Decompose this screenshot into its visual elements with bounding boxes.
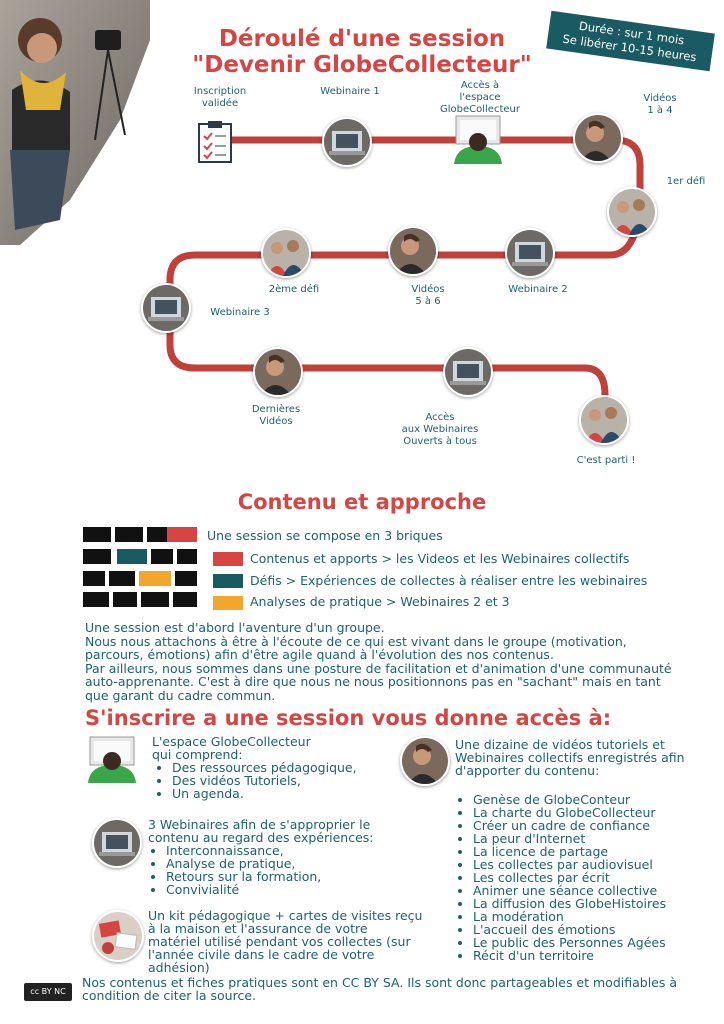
kit-line: l'année civile dans le cadre de votre	[148, 947, 375, 962]
video-item: L'accueil des émotions	[473, 923, 666, 936]
title-line-2: "Devenir GlobeCollecteur"	[192, 52, 532, 78]
video-item: Les collectes par audiovisuel	[473, 858, 666, 871]
timeline-step-5-group-photo	[607, 187, 657, 237]
video-item: La modération	[473, 910, 666, 923]
timeline-step-2-laptop-photo	[322, 117, 372, 167]
espace-line: qui comprend:	[152, 747, 243, 762]
videos-list: Genèse de GlobeConteur La charte du Glob…	[455, 793, 666, 962]
kit-block: Un kit pédagogique + cartes de visites r…	[148, 909, 422, 974]
video-item: Récit d'un territoire	[473, 949, 666, 962]
videos-line: d'apporter du contenu:	[455, 763, 600, 778]
video-item: Le public des Personnes Agées	[473, 936, 666, 949]
user-at-computer-icon	[88, 736, 136, 783]
brick-swatch-analyses	[213, 596, 243, 610]
paragraph-line: Par ailleurs, nous sommes dans une postu…	[85, 660, 672, 676]
timeline-step-label: Webinaire 1	[320, 86, 380, 97]
kit-line: à la maison et l'assurance de votre	[148, 921, 368, 936]
brick-label-analyses: Analyses de pratique > Webinaires 2 et 3	[250, 594, 510, 609]
timeline-step-label: Webinaire 3	[210, 307, 270, 318]
webinaires-item: Analyse de pratique,	[166, 857, 374, 870]
paragraph-line: que garant du cadre commun.	[85, 687, 276, 703]
webinaires-item: Interconnaissance,	[166, 844, 374, 857]
videos-line: Webinaires collectifs enregistrés afin	[455, 750, 685, 765]
approach-paragraph: Une session est d'abord l'aventure d'un …	[85, 621, 715, 702]
timeline-step-3-user-at-computer-icon	[452, 114, 504, 170]
paragraph-line: Nous nous attachons à être à l'écoute de…	[85, 633, 627, 649]
paragraph-line: parcours, émotions) afin d'être agile qu…	[85, 647, 554, 662]
timeline-path	[166, 136, 644, 419]
timeline-step-6-laptop-photo	[505, 228, 555, 278]
footer-line-1: Nos contenus et fiches pratiques sont en…	[82, 975, 678, 990]
webinaires-item: Retours sur la formation,	[166, 870, 374, 883]
brick-label-contenus: Contenus et apports > les Videos et les …	[250, 551, 630, 566]
timeline-step-4-person-photo	[573, 113, 623, 163]
video-item: La licence de partage	[473, 845, 666, 858]
espace-line: L'espace GlobeCollecteur	[152, 734, 311, 749]
title-line-1: Déroulé d'une session	[218, 26, 506, 52]
videos-line: Une dizaine de vidéos tutoriels et	[455, 737, 665, 752]
video-item: Animer une séance collective	[473, 884, 666, 897]
timeline-step-8-group-photo	[261, 228, 311, 278]
timeline-step-12-group-photo	[579, 395, 629, 445]
espace-item: Des ressources pédagogique,	[172, 761, 357, 774]
videos-photo	[400, 736, 450, 786]
contenu-title: Contenu et approche	[237, 490, 487, 514]
kit-line: Un kit pédagogique + cartes de visites r…	[148, 908, 423, 923]
webinaire-photo	[92, 818, 142, 868]
video-item: Genèse de GlobeConteur	[473, 793, 666, 806]
espace-block: L'espace GlobeCollecteur qui comprend: D…	[152, 735, 357, 800]
footer-text: Nos contenus et fiches pratiques sont en…	[82, 976, 712, 1002]
page-title: Déroulé d'une session "Devenir GlobeColl…	[0, 26, 724, 78]
kit-line: matériel utilisé pendant vos collectes (…	[148, 934, 411, 949]
timeline-step-11-laptop-photo	[443, 347, 493, 397]
timeline-step-label: 1er défi	[666, 176, 706, 187]
kit-line: adhésion)	[148, 960, 210, 975]
espace-item: Un agenda.	[172, 787, 357, 800]
kit-photo	[92, 910, 144, 962]
bricks-wall-icon	[83, 527, 197, 607]
timeline-step-label: 2ème défi	[268, 284, 320, 295]
video-item: Créer un cadre de confiance	[473, 819, 666, 832]
paragraph-line: auto-apprenante. C'est à dire que nous n…	[85, 674, 661, 689]
cc-license-icon: cc BY NC SA	[24, 983, 72, 1014]
brick-swatch-defis	[213, 574, 243, 588]
timeline-step-1-clipboard-icon	[197, 120, 233, 168]
webinaires-line: 3 Webinaires afin de s'approprier le	[148, 817, 371, 832]
webinaires-block: 3 Webinaires afin de s'approprier le con…	[148, 818, 374, 896]
timeline-step-label: Webinaire 2	[508, 284, 568, 295]
bricks-intro: Une session se compose en 3 briques	[207, 528, 443, 543]
footer-line-2: condition de citer la source.	[82, 988, 257, 1003]
video-item: La peur d'Internet	[473, 832, 666, 845]
brick-swatch-contenus	[213, 552, 243, 566]
acces-title: S'inscrire a une session vous donne accè…	[85, 706, 612, 730]
brick-label-defis: Défis > Expériences de collectes à réali…	[250, 573, 648, 588]
timeline-step-9-laptop-photo	[141, 283, 191, 333]
timeline-step-10-person-photo	[253, 347, 303, 397]
video-item: La diffusion des GlobeHistoires	[473, 897, 666, 910]
videos-block: Une dizaine de vidéos tutoriels et Webin…	[455, 738, 685, 777]
webinaires-item: Convivialité	[166, 883, 374, 896]
video-item: Les collectes par écrit	[473, 871, 666, 884]
espace-item: Des vidéos Tutoriels,	[172, 774, 357, 787]
timeline-step-label: C'est parti !	[576, 455, 636, 466]
presenter-photo	[0, 0, 150, 245]
paragraph-line: Une session est d'abord l'aventure d'un …	[85, 620, 385, 635]
timeline-step-7-person-photo	[388, 226, 438, 276]
video-item: La charte du GlobeCollecteur	[473, 806, 666, 819]
webinaires-line: contenu au regard des expériences:	[148, 830, 374, 845]
